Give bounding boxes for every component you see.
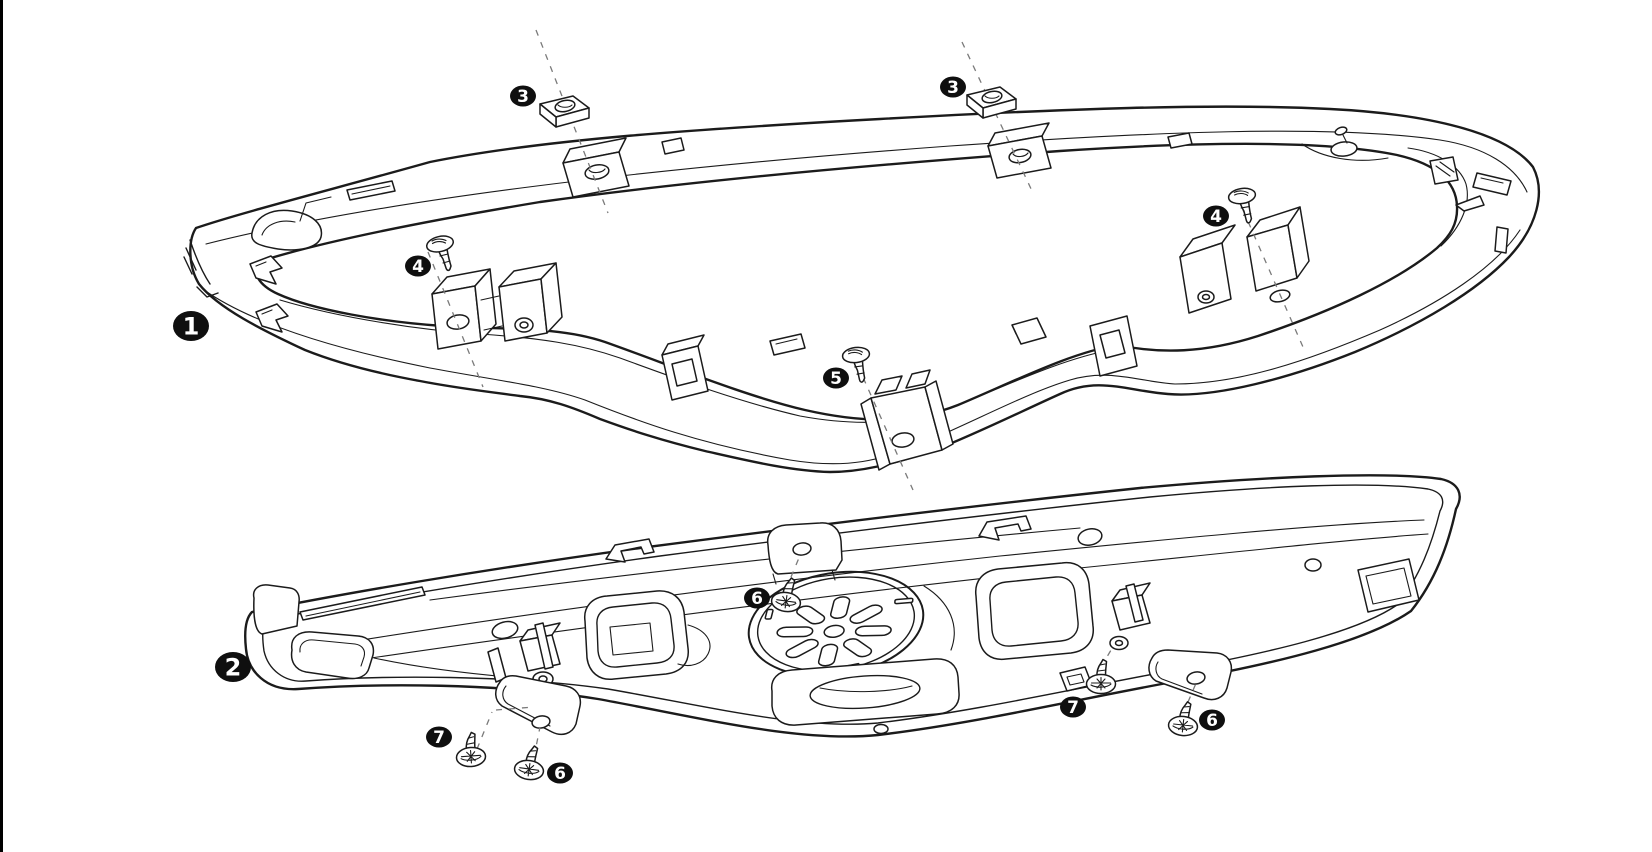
box-clip-pair	[431, 262, 563, 350]
u-tab	[978, 515, 1032, 541]
callout-number: 7	[1067, 698, 1079, 718]
phillips-screw-icon	[1166, 699, 1201, 738]
screw-clip-5	[860, 369, 954, 471]
phillips-screw-icon	[512, 742, 548, 783]
callout-badge-7: 7	[1060, 696, 1086, 718]
callout-number: 7	[433, 728, 445, 748]
left-tip-detail	[183, 239, 219, 298]
callout-badges: 1 2 3 3 4 4 5 6 6 6 7 7	[173, 76, 1229, 784]
slot-clip	[661, 334, 709, 401]
recess-left	[584, 590, 711, 680]
part-lower-backing-panel	[244, 474, 1461, 738]
leader-line	[427, 251, 484, 388]
edge-tab	[1011, 317, 1047, 345]
left-cap-knob	[252, 584, 300, 635]
screw-tab-6	[766, 522, 843, 585]
callout-badge-5: 5	[823, 367, 849, 389]
left-pocket	[290, 631, 521, 680]
nut-clip	[987, 122, 1052, 179]
panel-crease	[311, 519, 1425, 649]
left-edge-strip	[0, 0, 3, 852]
leader-line	[961, 41, 1034, 194]
callout-badge-4: 4	[1203, 205, 1229, 227]
square-nut-icon	[539, 95, 590, 128]
callout-number: 1	[183, 313, 200, 341]
top-left-blade	[299, 586, 426, 621]
mount-bracket-right	[1059, 582, 1233, 701]
box-clip-pair	[1179, 206, 1310, 314]
callout-badge-2: 2	[215, 652, 251, 682]
callout-badge-1: 1	[173, 311, 209, 341]
callout-number: 6	[554, 764, 566, 784]
callout-number: 5	[830, 369, 842, 389]
callout-badge-4: 4	[405, 255, 431, 277]
mount-bracket-left	[487, 620, 582, 736]
callout-badge-3: 3	[940, 76, 966, 98]
wedge-tab	[249, 255, 283, 285]
callout-badge-7: 7	[426, 726, 452, 748]
callout-badge-6: 6	[1199, 709, 1225, 731]
slot-clip	[1089, 315, 1138, 377]
callout-number: 6	[1206, 711, 1218, 731]
callout-number: 4	[412, 257, 424, 277]
leader-line	[790, 552, 802, 578]
callout-number: 2	[225, 654, 242, 682]
callout-badge-6: 6	[744, 587, 770, 609]
callout-badge-6: 6	[547, 762, 573, 784]
right-end-details	[1301, 126, 1512, 254]
top-tab	[1167, 132, 1193, 149]
leader-line	[857, 365, 914, 491]
callout-number: 4	[1210, 207, 1222, 227]
callout-number: 6	[751, 589, 763, 609]
leader-line	[1187, 680, 1198, 703]
u-tab	[605, 538, 655, 563]
leader-line	[495, 706, 535, 711]
callout-number: 3	[517, 87, 529, 107]
oval-recess	[770, 658, 960, 735]
recess-right	[923, 528, 1103, 661]
right-end-plate	[1357, 558, 1420, 613]
wedge-tab	[255, 303, 289, 333]
leader-line	[476, 711, 493, 750]
part-upper-trim-ring	[183, 105, 1540, 474]
top-tab	[661, 137, 685, 155]
callout-number: 3	[947, 78, 959, 98]
callout-badge-3: 3	[510, 85, 536, 107]
phillips-screw-icon	[454, 730, 487, 769]
panel-hole	[1304, 558, 1322, 572]
opening-lobe	[251, 209, 323, 251]
